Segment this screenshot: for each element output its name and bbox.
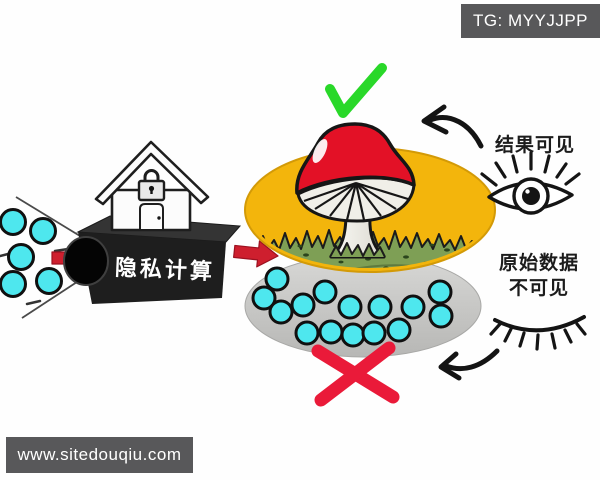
eye-lashes xyxy=(480,151,581,187)
cap-shine xyxy=(312,138,328,164)
input-data-circles xyxy=(0,208,63,298)
data-point xyxy=(367,294,393,320)
privacy-box-label: 隐私计算 xyxy=(114,254,216,285)
house-icon xyxy=(94,140,210,232)
raw-data-hidden-line1: 原始数据 xyxy=(498,253,579,274)
output-arrow-icon xyxy=(233,240,279,268)
motion-dash xyxy=(0,252,10,258)
data-point xyxy=(337,294,363,320)
telegram-badge: TG: MYYJJPP xyxy=(461,4,600,38)
data-point xyxy=(361,320,387,346)
data-point xyxy=(29,217,57,245)
motion-dash xyxy=(25,299,42,306)
data-point xyxy=(400,294,426,320)
box-input-hole xyxy=(63,236,109,286)
padlock-icon xyxy=(137,169,166,202)
house-door xyxy=(139,203,164,231)
curved-arrow-top-icon xyxy=(421,104,484,149)
funnel-line-bottom xyxy=(21,279,81,319)
input-data-points xyxy=(0,196,81,319)
website-badge: www.sitedouqiu.com xyxy=(6,437,193,473)
data-point xyxy=(0,270,27,298)
data-point xyxy=(268,299,294,325)
data-point xyxy=(251,285,277,311)
data-point xyxy=(7,243,35,271)
raw-data-hidden-line2: 不可见 xyxy=(508,278,569,299)
cross-icon xyxy=(311,341,400,407)
data-point xyxy=(318,319,344,345)
funnel-line-top xyxy=(15,196,81,237)
open-eye-icon xyxy=(480,151,581,215)
check-icon xyxy=(325,63,387,118)
data-point xyxy=(427,279,453,305)
data-point xyxy=(386,317,412,343)
door-knob xyxy=(157,216,161,220)
hidden-data-circles xyxy=(251,266,454,348)
raw-data-hidden-label: 原始数据 不可见 xyxy=(486,251,592,301)
curved-arrow-bottom-icon xyxy=(438,348,500,381)
result-layer xyxy=(244,122,496,273)
closed-eye-icon xyxy=(489,315,587,351)
raw-data-layer xyxy=(244,254,482,358)
data-point xyxy=(312,279,338,305)
data-point xyxy=(0,208,27,236)
house-roof xyxy=(94,140,210,206)
pupil-glint xyxy=(525,189,530,194)
foreground-tuft xyxy=(330,243,385,257)
data-point xyxy=(264,266,290,292)
gill-lines xyxy=(303,181,409,221)
mushroom-icon xyxy=(295,122,416,259)
result-visible-label: 结果可见 xyxy=(494,135,575,156)
data-point xyxy=(290,292,316,318)
box-front-face xyxy=(78,232,226,304)
data-point xyxy=(294,320,320,346)
data-point xyxy=(340,322,366,348)
data-point xyxy=(35,267,63,295)
data-point xyxy=(428,303,454,329)
privacy-box xyxy=(63,215,242,304)
